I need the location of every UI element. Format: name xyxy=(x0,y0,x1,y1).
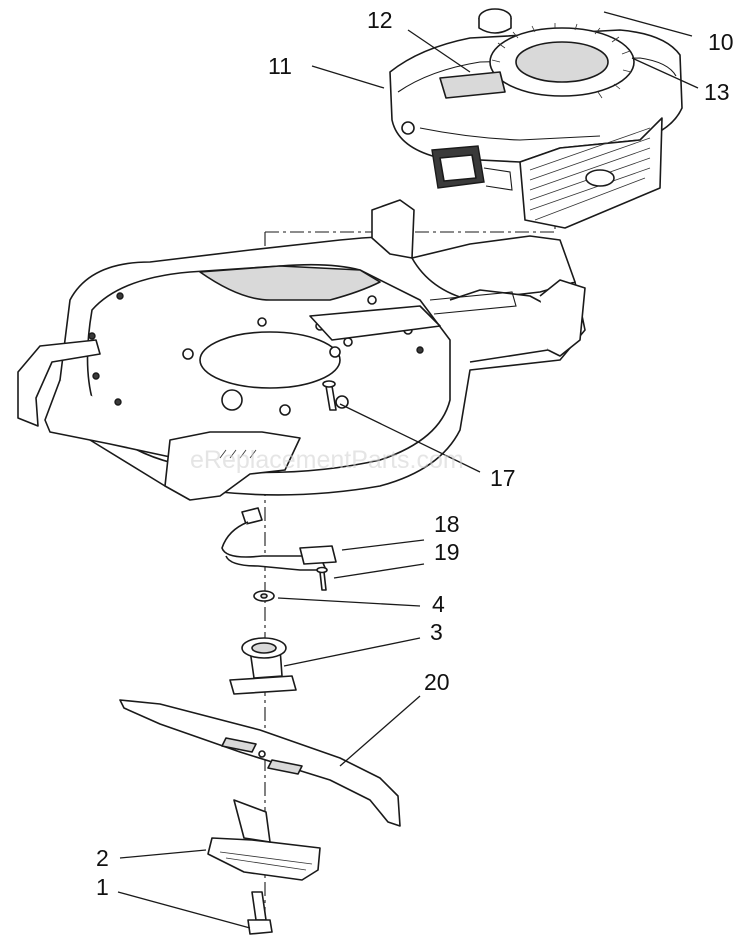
callout-18: 18 xyxy=(434,511,460,537)
watermark-text: eReplacementParts.com xyxy=(190,446,464,474)
blade-part xyxy=(119,699,401,827)
callout-19: 19 xyxy=(434,539,460,565)
callout-13: 13 xyxy=(704,79,730,105)
stiffener-part xyxy=(207,799,321,881)
callout-2: 2 xyxy=(96,845,109,871)
callout-4: 4 xyxy=(432,591,445,617)
blade-adapter-part xyxy=(229,637,297,695)
callout-11: 11 xyxy=(268,53,292,79)
mower-deck-part xyxy=(17,199,586,501)
screw-part xyxy=(316,566,328,591)
blade-bolt-part xyxy=(247,891,273,935)
wire-bracket-part xyxy=(221,507,337,571)
callout-3: 3 xyxy=(430,619,443,645)
engine-part xyxy=(389,8,683,229)
callout-20: 20 xyxy=(424,669,450,695)
callout-1: 1 xyxy=(96,874,109,900)
callout-12: 12 xyxy=(367,7,393,33)
callout-17: 17 xyxy=(490,465,516,491)
leader-lines xyxy=(117,11,699,929)
callout-10: 10 xyxy=(708,29,734,55)
washer-part xyxy=(253,590,275,602)
